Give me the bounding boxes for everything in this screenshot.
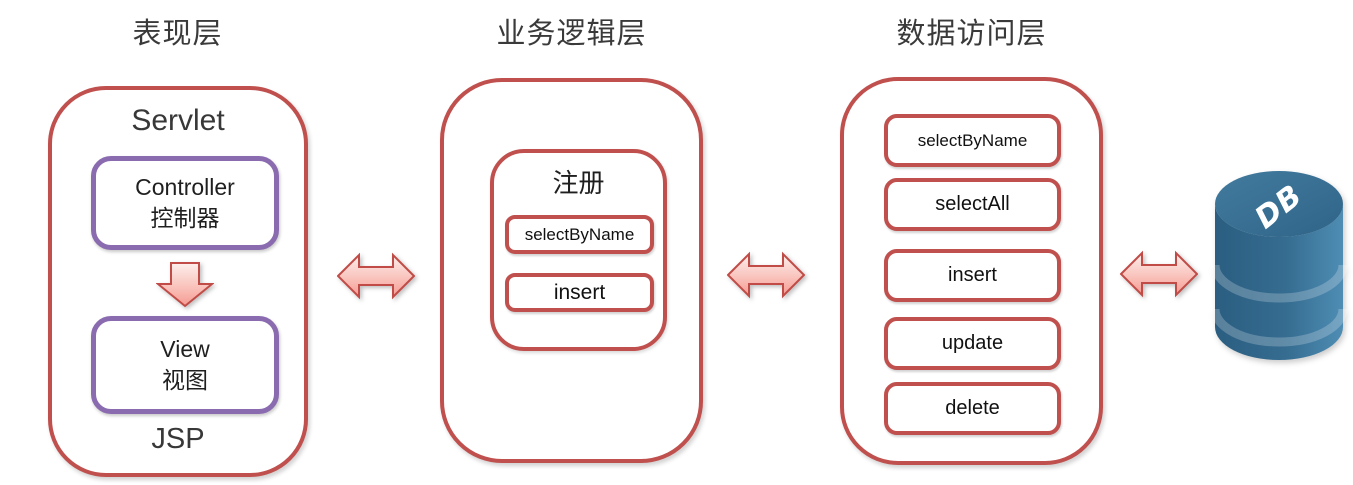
business-method-selectByName: selectByName	[505, 215, 654, 254]
view-label-en: View	[160, 335, 210, 362]
down-arrow-icon	[156, 262, 214, 308]
servlet-label: Servlet	[131, 104, 225, 137]
business-method-insert: insert	[505, 273, 654, 312]
business-layer-container: 注册 selectByName insert	[440, 78, 703, 463]
data-access-layer-title: 数据访问层	[896, 18, 1047, 50]
business-layer-title: 业务逻辑层	[496, 18, 647, 50]
dao-method-update: update	[884, 317, 1061, 370]
double-arrow-icon	[1120, 250, 1198, 298]
double-arrow-icon	[337, 252, 415, 300]
dao-method-insert: insert	[884, 249, 1061, 302]
double-arrow-icon	[727, 251, 805, 299]
controller-box: Controller 控制器	[91, 156, 279, 250]
presentation-layer-title: 表现层	[132, 18, 223, 50]
jsp-label: JSP	[151, 423, 205, 455]
dao-method-delete: delete	[884, 382, 1061, 435]
register-group-title: 注册	[552, 168, 605, 198]
database-icon: DB	[1210, 171, 1348, 360]
register-group-box: 注册 selectByName insert	[490, 149, 667, 351]
data-access-layer-container: selectByName selectAll insert update del…	[840, 77, 1103, 465]
dao-method-selectAll: selectAll	[884, 178, 1061, 231]
controller-label-zh: 控制器	[150, 205, 220, 231]
presentation-layer-container: Servlet Controller 控制器 View 视图 JSP	[48, 86, 308, 477]
view-box: View 视图	[91, 316, 279, 414]
controller-label-en: Controller	[135, 173, 235, 200]
dao-method-selectByName: selectByName	[884, 114, 1061, 167]
view-label-zh: 视图	[162, 367, 208, 393]
